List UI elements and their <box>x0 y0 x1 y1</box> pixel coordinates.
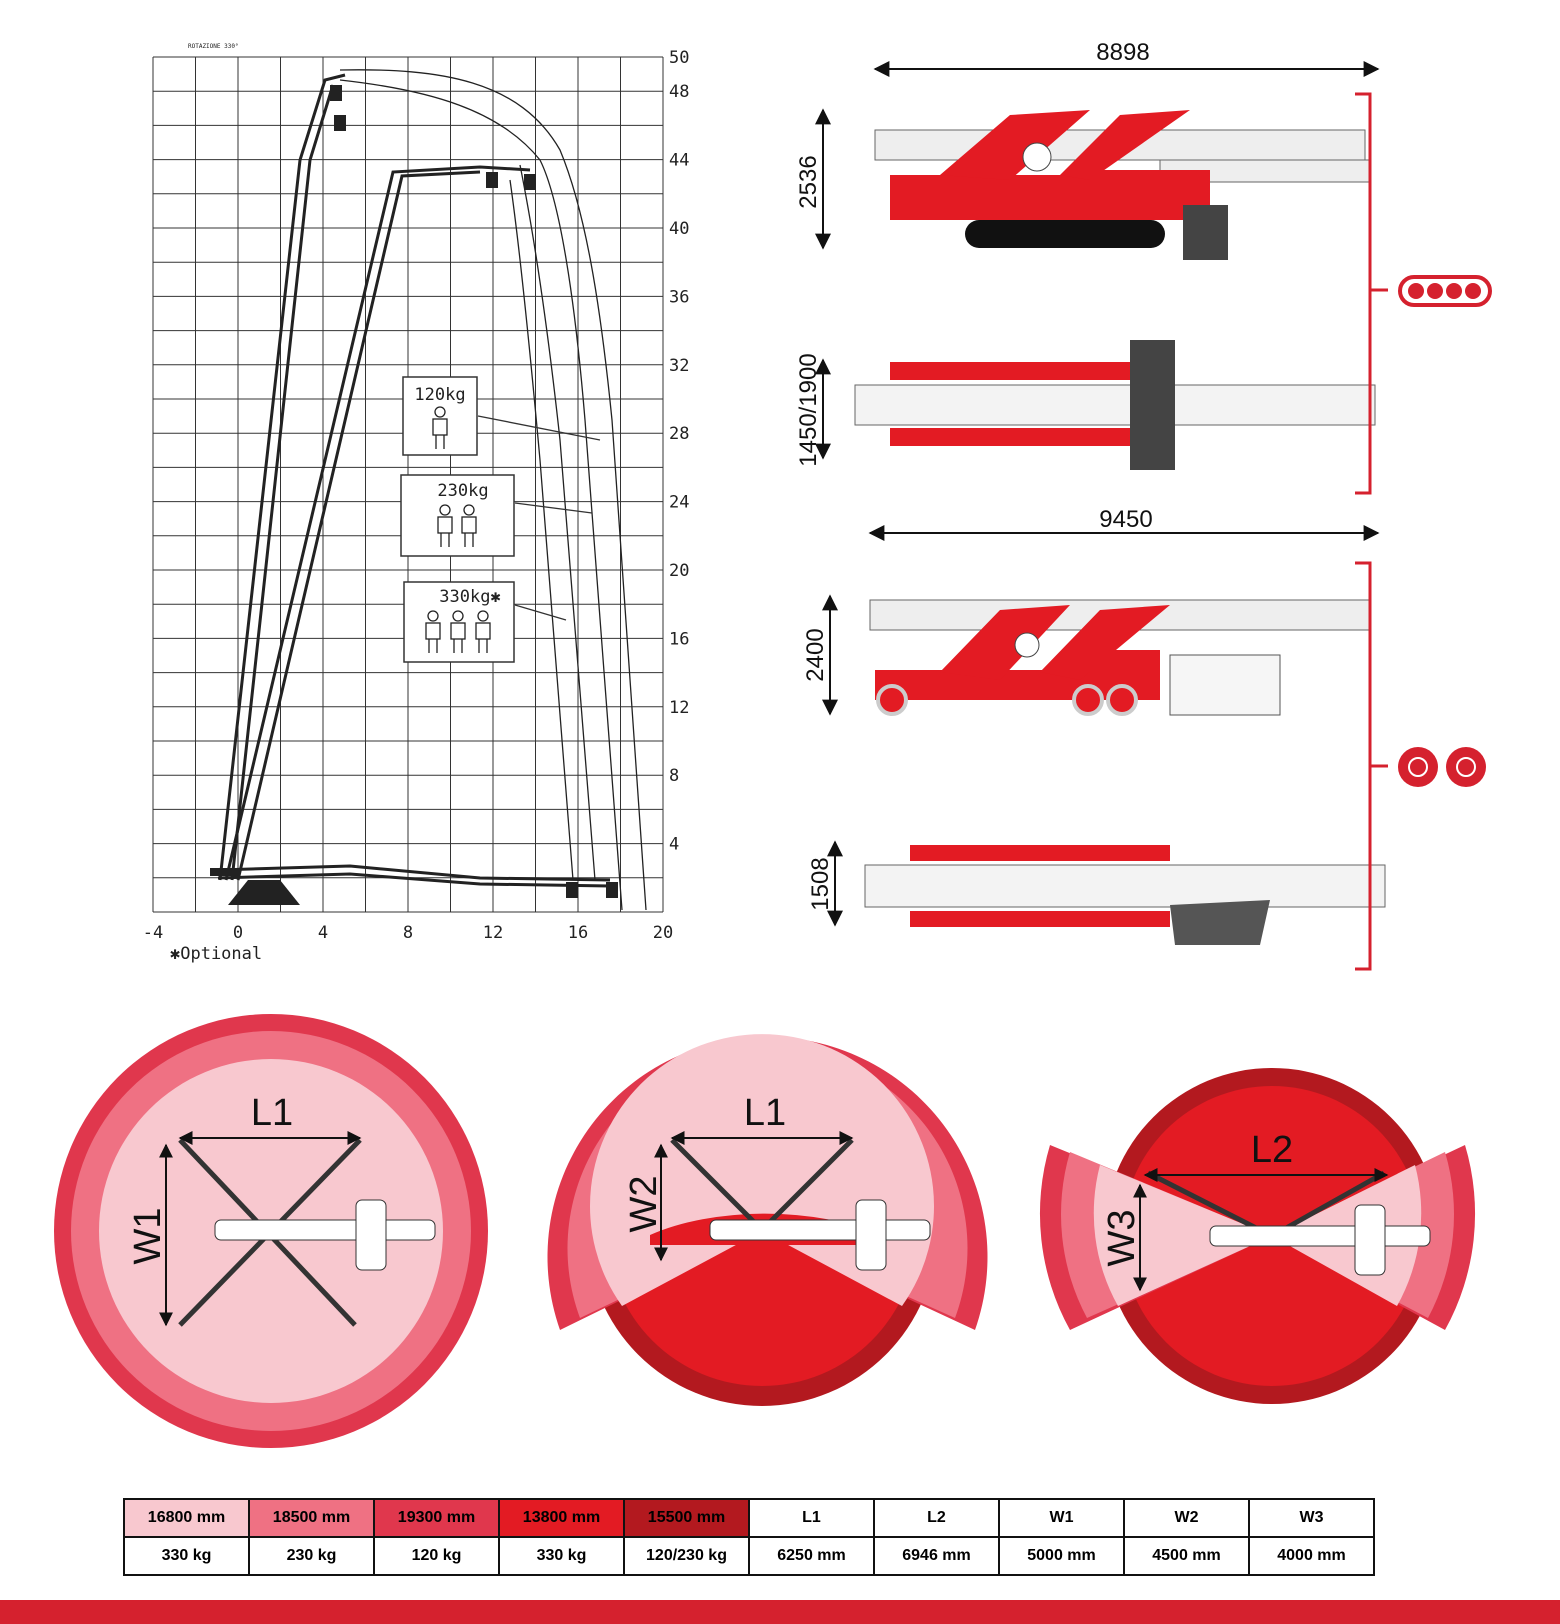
x-tick-label: 20 <box>653 923 673 943</box>
load-label-120: 120kg <box>414 385 465 405</box>
table-cell: W1 <box>998 1498 1125 1538</box>
table-cell: 16800 mm <box>123 1498 250 1538</box>
load-label-230: 230kg <box>437 481 488 501</box>
y-tick-label: 24 <box>669 493 689 513</box>
table-cell: W3 <box>1248 1498 1375 1538</box>
wheel-icon <box>1398 747 1486 787</box>
wheeled-bracket <box>1355 561 1388 971</box>
wheeled-height-dimension: 2400 <box>802 628 829 681</box>
table-cell: 13800 mm <box>498 1498 625 1538</box>
wheeled-width-dimension: 1508 <box>807 857 834 910</box>
table-cell: 6946 mm <box>873 1536 1000 1576</box>
table-cell: L1 <box>748 1498 875 1538</box>
x-tick-label: 4 <box>318 923 328 943</box>
label-w1: W1 <box>127 1208 169 1265</box>
tracked-bracket <box>1355 92 1388 495</box>
table-cell: 15500 mm <box>623 1498 750 1538</box>
x-tick-label: -4 <box>143 923 163 943</box>
wheeled-length-dimension: 9450 <box>1099 506 1152 533</box>
tracked-length-dimension: 8898 <box>1096 39 1149 66</box>
table-cell: 19300 mm <box>373 1498 500 1538</box>
rotation-label: ROTAZIONE 330° <box>188 43 239 50</box>
label-l1: L1 <box>251 1092 293 1134</box>
y-tick-labels: 50 48 44 40 36 32 28 24 20 16 12 8 4 <box>669 48 689 855</box>
y-tick-label: 50 <box>669 48 689 68</box>
y-tick-label: 28 <box>669 424 689 444</box>
y-tick-label: 32 <box>669 356 689 376</box>
outreach-diagrams: L1 W1 L1 W2 <box>54 1014 1476 1448</box>
person-icon <box>425 610 491 653</box>
outreach-partial-rotation: L1 W2 <box>547 1034 988 1406</box>
table-cell: W2 <box>1123 1498 1250 1538</box>
table-cell: 120/230 kg <box>623 1536 750 1576</box>
outreach-full-rotation: L1 W1 <box>54 1014 488 1448</box>
table-cell: 18500 mm <box>248 1498 375 1538</box>
table-cell: 230 kg <box>248 1536 375 1576</box>
optional-footnote: ✱Optional <box>170 944 262 964</box>
track-icon <box>1398 275 1492 307</box>
boom-low <box>217 864 611 888</box>
x-tick-label: 16 <box>568 923 588 943</box>
table-cell: 4000 mm <box>1248 1536 1375 1576</box>
machine-views: 8898 2536 1450/1900 9450 2400 <box>795 39 1492 971</box>
load-label-330: 330kg✱ <box>439 587 500 607</box>
label-l1-partial: L1 <box>744 1092 786 1134</box>
table-cell: 120 kg <box>373 1536 500 1576</box>
label-w3: W3 <box>1101 1210 1143 1267</box>
x-tick-label: 8 <box>403 923 413 943</box>
table-cell: 6250 mm <box>748 1536 875 1576</box>
y-tick-label: 12 <box>669 698 689 718</box>
person-icon <box>437 504 477 547</box>
load-box-330: 330kg✱ <box>403 581 567 663</box>
load-box-120: 120kg <box>402 376 601 456</box>
y-tick-label: 44 <box>669 151 689 171</box>
load-box-230: 230kg <box>400 474 593 557</box>
y-tick-label: 40 <box>669 219 689 239</box>
x-tick-label: 12 <box>483 923 503 943</box>
table-cell: 4500 mm <box>1123 1536 1250 1576</box>
label-l2: L2 <box>1251 1129 1293 1171</box>
x-tick-label: 0 <box>233 923 243 943</box>
table-cell: 330 kg <box>123 1536 250 1576</box>
y-tick-label: 8 <box>669 766 679 786</box>
table-cell: L2 <box>873 1498 1000 1538</box>
y-tick-label: 4 <box>669 835 679 855</box>
wheeled-side-view: 9450 2400 <box>802 506 1380 716</box>
person-icon <box>432 406 448 449</box>
boom-high <box>218 73 346 881</box>
y-tick-label: 16 <box>669 629 689 649</box>
machine-base <box>210 868 300 905</box>
table-cell: 5000 mm <box>998 1536 1125 1576</box>
footer-bar <box>0 1600 1560 1624</box>
boom-mid <box>224 165 531 881</box>
outreach-sector-rotation: L2 W3 <box>1039 1068 1476 1404</box>
y-tick-label: 20 <box>669 561 689 581</box>
tracked-height-dimension: 2536 <box>795 155 822 208</box>
working-envelope <box>339 69 647 911</box>
tracked-side-view: 8898 2536 <box>795 39 1380 260</box>
tracked-width-dimension: 1450/1900 <box>795 353 822 466</box>
label-w2: W2 <box>623 1176 665 1233</box>
y-tick-label: 36 <box>669 287 689 307</box>
tracked-top-view: 1450/1900 <box>795 340 1376 470</box>
x-tick-labels: -4 0 4 8 12 16 20 <box>143 923 673 943</box>
y-tick-label: 48 <box>669 82 689 102</box>
table-cell: 330 kg <box>498 1536 625 1576</box>
baskets <box>330 85 618 898</box>
wheeled-top-view: 1508 <box>807 840 1386 945</box>
